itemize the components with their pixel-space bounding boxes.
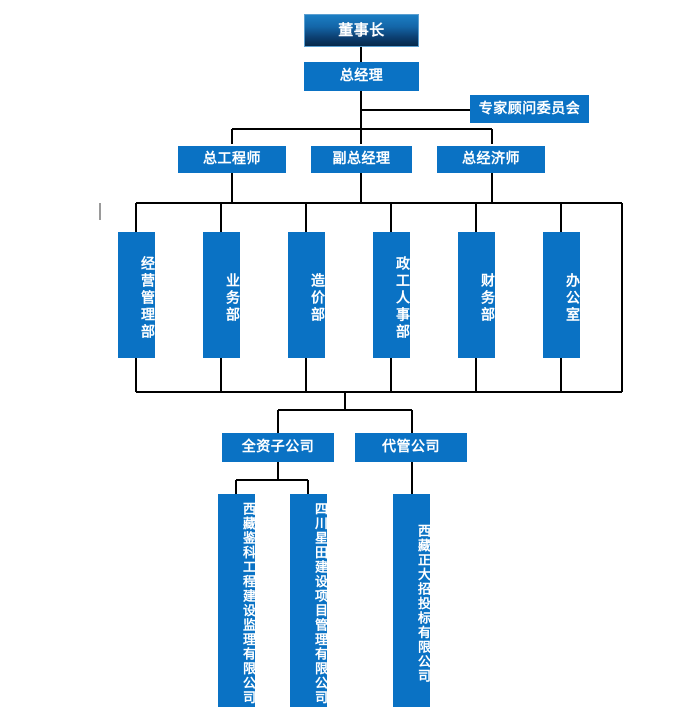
stray-tick-mark [99, 203, 101, 220]
node-company-sichuan-xingtian[interactable]: 四川星田建设项目管理有限公司 [290, 494, 327, 707]
node-company-xizang-zhengda[interactable]: 西藏正大招投标有限公司 [393, 494, 430, 707]
node-department-operations[interactable]: 业务部 [203, 232, 240, 358]
node-managed-company-group[interactable]: 代管公司 [355, 433, 467, 462]
node-department-finance[interactable]: 财务部 [458, 232, 495, 358]
node-expert-advisory-committee[interactable]: 专家顾问委员会 [470, 95, 589, 123]
node-department-office[interactable]: 办公室 [543, 232, 580, 358]
node-department-business-management[interactable]: 经营管理部 [118, 232, 155, 358]
node-deputy-general-manager[interactable]: 副总经理 [311, 146, 412, 173]
node-general-manager[interactable]: 总经理 [304, 62, 419, 91]
node-department-political-work-hr[interactable]: 政工人事部 [373, 232, 410, 358]
node-wholly-owned-subsidiary-group[interactable]: 全资子公司 [222, 433, 334, 462]
node-chief-engineer[interactable]: 总工程师 [178, 146, 286, 173]
node-department-cost-estimation[interactable]: 造价部 [288, 232, 325, 358]
node-chief-economist[interactable]: 总经济师 [437, 146, 545, 173]
node-company-xizang-jianke[interactable]: 西藏鉴科工程建设监理有限公司 [218, 494, 255, 707]
node-chairman[interactable]: 董事长 [304, 14, 419, 47]
